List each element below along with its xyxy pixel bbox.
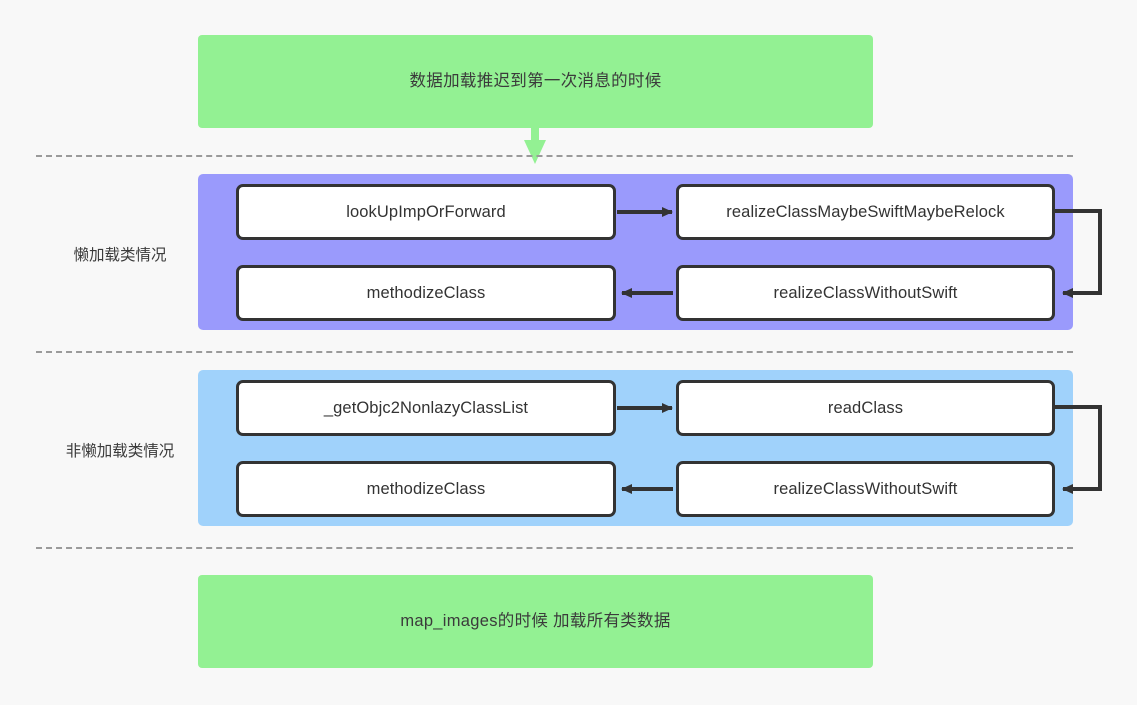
section-label-lazy: 懒加载类情况 bbox=[73, 247, 167, 264]
node-realizeclasswithoutswift-nonlazy[interactable]: realizeClassWithoutSwift bbox=[676, 461, 1055, 517]
node-label: realizeClassWithoutSwift bbox=[773, 283, 958, 302]
node-methodizeclass-nonlazy[interactable]: methodizeClass bbox=[236, 461, 616, 517]
node-getobjc2nonlazyclasslist[interactable]: _getObjc2NonlazyClassList bbox=[236, 380, 616, 436]
banner-bottom-text: map_images的时候 加载所有类数据 bbox=[400, 611, 671, 630]
node-label: _getObjc2NonlazyClassList bbox=[323, 398, 529, 417]
node-realizeclassmaybeswiftmayberelock[interactable]: realizeClassMaybeSwiftMaybeRelock bbox=[676, 184, 1055, 240]
node-label: methodizeClass bbox=[366, 283, 486, 302]
node-readclass[interactable]: readClass bbox=[676, 380, 1055, 436]
node-label: readClass bbox=[827, 398, 904, 417]
banner-lazy-loading: 数据加载推迟到第一次消息的时候 bbox=[198, 35, 873, 128]
arrow-down-icon bbox=[524, 126, 546, 164]
node-methodizeclass-lazy[interactable]: methodizeClass bbox=[236, 265, 616, 321]
divider-top bbox=[36, 155, 1073, 157]
node-realizeclasswithoutswift-lazy[interactable]: realizeClassWithoutSwift bbox=[676, 265, 1055, 321]
node-label: lookUpImpOrForward bbox=[346, 202, 506, 221]
divider-bottom bbox=[36, 547, 1073, 549]
banner-map-images: map_images的时候 加载所有类数据 bbox=[198, 575, 873, 668]
node-label: methodizeClass bbox=[366, 479, 486, 498]
node-label: realizeClassWithoutSwift bbox=[773, 479, 958, 498]
banner-top-text: 数据加载推迟到第一次消息的时候 bbox=[409, 71, 662, 90]
section-label-nonlazy: 非懒加载类情况 bbox=[65, 443, 175, 460]
node-lookupimporforward[interactable]: lookUpImpOrForward bbox=[236, 184, 616, 240]
divider-middle bbox=[36, 351, 1073, 353]
node-label: realizeClassMaybeSwiftMaybeRelock bbox=[726, 202, 1005, 221]
